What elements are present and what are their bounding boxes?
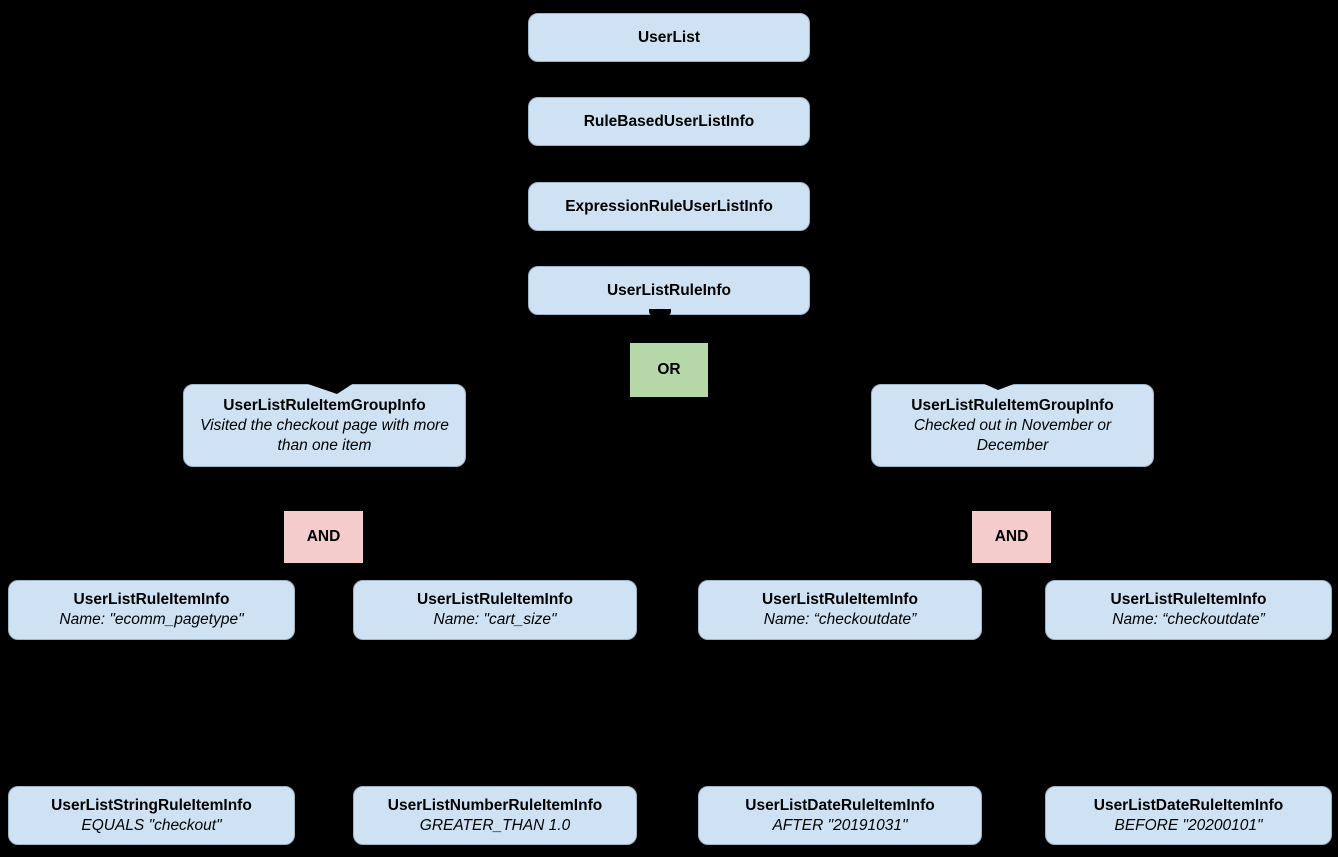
node-numberruleiteminfo: UserListNumberRuleItemInfo GREATER_THAN … <box>353 786 637 845</box>
node-description: BEFORE "20200101" <box>1114 816 1263 834</box>
node-title: UserListDateRuleItemInfo <box>1093 796 1284 814</box>
node-title: UserListRuleItemInfo <box>762 591 918 608</box>
node-description: Name: "cart_size" <box>433 611 557 628</box>
node-description: Visited the checkout page with more than… <box>200 416 449 454</box>
node-title: UserListRuleItemInfo <box>1110 591 1267 608</box>
node-description: Name: “checkoutdate” <box>763 611 917 628</box>
node-title: UserListDateRuleItemInfo <box>745 796 935 814</box>
node-title: UserListRuleItemInfo <box>417 591 573 608</box>
node-title: UserListRuleItemGroupInfo <box>223 396 426 414</box>
node-description: Name: “checkoutdate” <box>1112 611 1265 628</box>
node-group-right: UserListRuleItemGroupInfo Checked out in… <box>871 384 1154 467</box>
node-expressionruleuserlistinfo: ExpressionRuleUserListInfo <box>528 182 810 231</box>
and-operator-right: AND <box>972 511 1051 563</box>
or-operator: OR <box>630 343 708 397</box>
node-title: UserListRuleItemInfo <box>73 591 230 608</box>
node-title: UserList <box>637 28 701 46</box>
node-description: Checked out in November or December <box>913 416 1112 454</box>
node-stringruleiteminfo: UserListStringRuleItemInfo EQUALS "check… <box>8 786 295 845</box>
node-group-left: UserListRuleItemGroupInfo Visited the ch… <box>183 384 466 467</box>
connector-stub <box>649 309 671 317</box>
node-title: UserListRuleItemGroupInfo <box>911 396 1114 414</box>
node-title: RuleBasedUserListInfo <box>583 112 755 130</box>
node-title: UserListRuleInfo <box>606 281 731 299</box>
node-title: UserListStringRuleItemInfo <box>51 796 252 814</box>
node-description: GREATER_THAN 1.0 <box>419 816 571 834</box>
arrowhead-icon <box>980 376 1030 390</box>
node-ruleitem-ecomm-pagetype: UserListRuleItemInfo Name: "ecomm_pagety… <box>8 580 295 640</box>
arrowhead-icon <box>305 379 357 394</box>
node-title: ExpressionRuleUserListInfo <box>565 197 773 215</box>
node-dateruleiteminfo-after: UserListDateRuleItemInfo AFTER "20191031… <box>698 786 982 845</box>
node-userlist: UserList <box>528 13 810 62</box>
node-userlistruleinfo: UserListRuleInfo <box>528 266 810 315</box>
node-description: AFTER "20191031" <box>772 816 908 834</box>
node-ruleitem-checkoutdate-1: UserListRuleItemInfo Name: “checkoutdate… <box>698 580 982 640</box>
node-description: EQUALS "checkout" <box>81 816 222 834</box>
and-operator-left: AND <box>284 511 363 563</box>
node-rulebaseduserlistinfo: RuleBasedUserListInfo <box>528 97 810 146</box>
node-ruleitem-checkoutdate-2: UserListRuleItemInfo Name: “checkoutdate… <box>1045 580 1332 640</box>
node-dateruleiteminfo-before: UserListDateRuleItemInfo BEFORE "2020010… <box>1045 786 1332 845</box>
node-description: Name: "ecomm_pagetype" <box>59 611 244 628</box>
node-ruleitem-cart-size: UserListRuleItemInfo Name: "cart_size" <box>353 580 637 640</box>
node-title: UserListNumberRuleItemInfo <box>387 796 603 814</box>
